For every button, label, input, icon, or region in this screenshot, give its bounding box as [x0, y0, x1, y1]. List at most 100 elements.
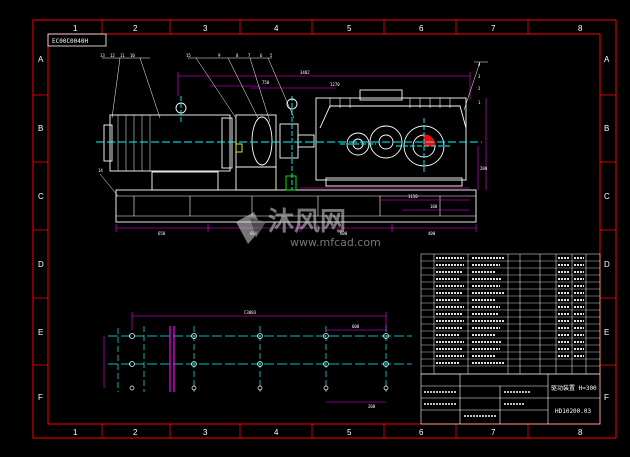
callout-number: 3 — [478, 74, 481, 79]
col-label: 4 — [274, 428, 279, 437]
col-label: 1 — [73, 24, 78, 33]
parts-list-text-marks — [436, 257, 584, 364]
dim-d1: 1270 — [330, 82, 340, 87]
dim-d8: 400 — [428, 231, 436, 236]
coupling-top-detail — [286, 98, 298, 110]
col-label: 3 — [203, 428, 208, 437]
row-label: B — [604, 124, 609, 133]
motor-support — [151, 171, 219, 191]
col-label: 3 — [203, 24, 208, 33]
gearbox-housing — [315, 97, 467, 181]
gear-mid — [369, 125, 403, 159]
row-labels-left: A B C D E F — [38, 55, 44, 402]
coupling — [279, 123, 299, 159]
col-label: 7 — [491, 24, 496, 33]
dim-d5: 650 — [158, 231, 166, 236]
drawing-code-box — [47, 33, 107, 47]
watermark-logo-icon — [236, 212, 266, 244]
column-labels-bottom: 1 2 3 4 5 6 7 8 — [73, 428, 583, 437]
row-label: F — [38, 393, 43, 402]
row-label: D — [38, 260, 44, 269]
callout-leaders — [99, 57, 488, 197]
col-label: 5 — [347, 24, 352, 33]
callout-number: 13 — [100, 53, 105, 58]
elevation-view — [96, 89, 482, 223]
brake-support — [235, 166, 277, 191]
parts-list — [420, 253, 601, 375]
row-label: D — [604, 260, 610, 269]
col-label: 8 — [578, 24, 583, 33]
watermark-brand: 沐风网 — [268, 207, 346, 237]
plan-dimensions — [103, 312, 387, 403]
callout-number: 14 — [98, 168, 103, 173]
frame-ticks — [33, 20, 616, 438]
hatch-mark — [285, 175, 297, 191]
callout-number: 8 — [236, 53, 239, 58]
row-label: A — [604, 55, 610, 64]
row-label: F — [604, 393, 609, 402]
callout-number: 5 — [270, 53, 273, 58]
title-block — [420, 373, 601, 425]
row-label: A — [38, 55, 44, 64]
row-labels-right: A B C D E F — [604, 55, 610, 402]
dim-plan-small: 200 — [368, 404, 376, 409]
row-label: C — [38, 192, 44, 201]
drawing-number: HD10200.03 — [555, 408, 592, 415]
callout-number: 9 — [218, 53, 221, 58]
plan-view — [108, 326, 412, 392]
row-label: C — [604, 192, 610, 201]
column-labels-top: 1 2 3 4 5 6 7 8 — [73, 24, 583, 33]
dim-d7: 600 — [340, 231, 348, 236]
gearbox-upper-outline — [319, 105, 467, 129]
dim-plan-right: 600 — [352, 324, 360, 329]
brake-housing — [235, 114, 277, 168]
callout-number: 10 — [130, 53, 135, 58]
gearbox-foot — [325, 177, 463, 187]
elevation-dimensions — [115, 72, 487, 232]
col-label: 2 — [133, 428, 138, 437]
dim-overall: 3482 — [300, 70, 310, 75]
shaft-guard — [297, 134, 315, 148]
dim-d4: 100 — [430, 204, 438, 209]
col-label: 7 — [491, 428, 496, 437]
highlight-mark — [235, 143, 243, 153]
motor-end-cap — [103, 124, 113, 162]
callout-number: 12 — [110, 53, 115, 58]
motor-flange — [221, 117, 233, 169]
gear-output-highlight — [423, 134, 436, 147]
col-label: 5 — [347, 428, 352, 437]
row-label: E — [38, 328, 43, 337]
callout-number: 6 — [260, 53, 263, 58]
col-label: 6 — [419, 428, 424, 437]
callout-labels: 13 12 11 10 15 9 8 7 6 5 4 3 2 1 14 — [98, 53, 481, 173]
callout-number: 15 — [186, 53, 191, 58]
motor-body — [109, 114, 231, 172]
row-label: B — [38, 124, 43, 133]
brake-wheel — [251, 116, 273, 166]
watermark: 沐风网 www.mfcad.com — [236, 207, 381, 249]
drawing-code: EC00C0040H — [52, 38, 89, 45]
col-label: 2 — [133, 24, 138, 33]
dim-d2: 750 — [262, 80, 270, 85]
plan-dim-texts: C3083 600 200 — [244, 310, 376, 409]
outer-frame — [32, 19, 617, 439]
col-label: 1 — [73, 428, 78, 437]
col-label: 4 — [274, 24, 279, 33]
watermark-url: www.mfcad.com — [290, 236, 381, 249]
col-label: 8 — [578, 428, 583, 437]
row-label: E — [604, 328, 609, 337]
callout-number: 7 — [248, 53, 251, 58]
dim-d9: 200 — [480, 166, 488, 171]
callout-number: 4 — [478, 62, 481, 67]
title-block-marks — [424, 391, 530, 417]
gearbox-top-cover — [359, 89, 403, 101]
parts-list-rows — [421, 260, 600, 367]
drawing-name: 驱动装置 H=300 — [551, 384, 597, 392]
callout-number: 11 — [120, 53, 125, 58]
inner-frame — [47, 33, 601, 425]
dim-d3: 1150 — [408, 194, 418, 199]
callout-number: 1 — [478, 100, 481, 105]
callout-number: 2 — [478, 86, 481, 91]
col-label: 6 — [419, 24, 424, 33]
